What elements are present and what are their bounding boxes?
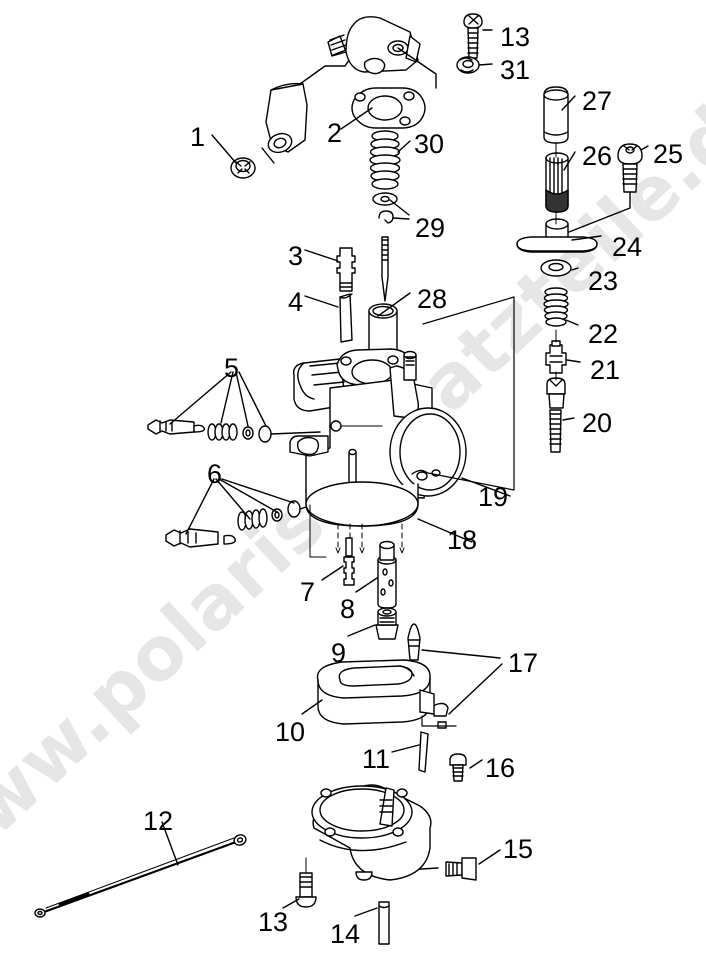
callout-26[interactable]: 26 (582, 141, 613, 171)
callout-9[interactable]: 9 (331, 638, 347, 668)
callout-22[interactable]: 22 (588, 319, 619, 349)
part-25-cap-screw (568, 143, 649, 233)
callout-29[interactable]: 29 (415, 213, 446, 243)
callout-15[interactable]: 15 (503, 834, 534, 864)
callout-8[interactable]: 8 (340, 594, 356, 624)
assembly-group-outline (422, 296, 515, 491)
part-14-drain-plug (354, 901, 390, 945)
callout-7[interactable]: 7 (300, 577, 316, 607)
part-2-intake-gasket (340, 87, 426, 130)
part-16-retainer-screw (449, 753, 483, 782)
part-24-adjuster-plate (516, 211, 602, 253)
callout-24[interactable]: 24 (612, 232, 643, 262)
part-10-float (301, 659, 457, 727)
callout-17[interactable]: 17 (508, 648, 539, 678)
callout-30[interactable]: 30 (414, 129, 445, 159)
part-choke-valve-body (327, 16, 437, 89)
part-13-bottom-screw (282, 857, 317, 909)
callout-13-top[interactable]: 13 (500, 22, 531, 52)
callout-27[interactable]: 27 (582, 86, 613, 116)
callout-21[interactable]: 21 (590, 355, 621, 385)
callout-28[interactable]: 28 (417, 284, 448, 314)
part-float-bowl (311, 784, 432, 881)
callout-11[interactable]: 11 (362, 744, 391, 774)
part-1-pilot-jet-nut (211, 134, 256, 179)
callout-10[interactable]: 10 (275, 717, 306, 747)
part-9-main-jet (347, 607, 399, 640)
callout-20[interactable]: 20 (582, 408, 613, 438)
part-13-top-screw (463, 13, 493, 59)
part-5-mixture-screw-set (147, 371, 321, 443)
part-31-lock-washer (456, 56, 493, 74)
part-27-slide-cap (543, 86, 576, 144)
part-29-jet-needle-clip (372, 192, 410, 302)
part-4-spacer-sleeve (304, 293, 353, 343)
part-11-float-pin (391, 731, 429, 773)
callout-6[interactable]: 6 (207, 459, 223, 489)
callout-5[interactable]: 5 (224, 353, 240, 383)
part-3-jet-fitting (304, 247, 356, 292)
callout-2[interactable]: 2 (327, 118, 343, 148)
part-30-throttle-spring (369, 130, 411, 190)
part-12-throttle-cable (34, 821, 247, 918)
callout-13-bottom[interactable]: 13 (258, 907, 289, 937)
part-19-carburetor-body (289, 348, 511, 558)
part-21-adjuster-nut (545, 329, 581, 374)
callout-3[interactable]: 3 (288, 241, 304, 271)
callout-16[interactable]: 16 (485, 753, 516, 783)
part-20-throttle-stop-screw (546, 371, 575, 453)
part-26-throttle-slide (545, 142, 576, 213)
callout-14[interactable]: 14 (330, 919, 361, 949)
callout-18[interactable]: 18 (447, 525, 478, 555)
callout-23[interactable]: 23 (588, 266, 619, 296)
part-22-spring (543, 287, 579, 327)
callout-25[interactable]: 25 (653, 139, 684, 169)
part-7-pilot-jet (321, 537, 355, 586)
callout-12[interactable]: 12 (143, 806, 174, 836)
callout-1[interactable]: 1 (190, 122, 206, 152)
part-23-o-ring (540, 259, 579, 277)
callout-31[interactable]: 31 (500, 55, 531, 85)
callout-19[interactable]: 19 (478, 482, 509, 512)
callout-4[interactable]: 4 (288, 287, 304, 317)
